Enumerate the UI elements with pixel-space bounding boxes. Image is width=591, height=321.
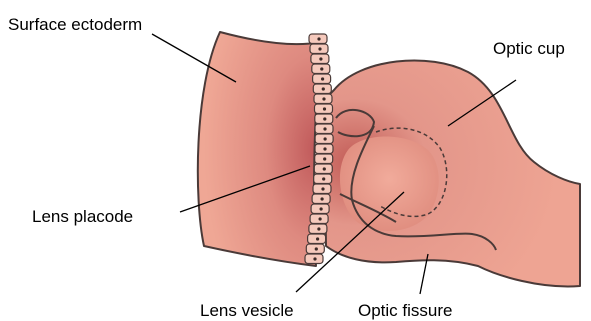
- label-lens-placode: Lens placode: [32, 207, 133, 226]
- placode-cell-nucleus: [324, 137, 327, 140]
- label-optic-fissure: Optic fissure: [358, 301, 452, 320]
- placode-cell-nucleus: [322, 177, 325, 180]
- placode-cell-nucleus: [319, 217, 322, 220]
- lens-vesicle-shape: [340, 137, 439, 232]
- placode-cell-nucleus: [323, 127, 326, 130]
- placode-cell-nucleus: [319, 57, 322, 60]
- placode-cell-nucleus: [317, 227, 320, 230]
- placode-cell-nucleus: [313, 257, 316, 260]
- placode-cell-nucleus: [315, 247, 318, 250]
- placode-cell-nucleus: [318, 47, 321, 50]
- label-lens-vesicle: Lens vesicle: [200, 301, 294, 320]
- placode-cell-nucleus: [323, 157, 326, 160]
- placode-cell-nucleus: [321, 77, 324, 80]
- placode-cell-nucleus: [320, 207, 323, 210]
- placode-cell-nucleus: [323, 147, 326, 150]
- label-surface-ectoderm: Surface ectoderm: [8, 15, 142, 34]
- placode-cell-nucleus: [323, 117, 326, 120]
- placode-cell-nucleus: [317, 37, 320, 40]
- placode-cell-nucleus: [322, 87, 325, 90]
- surface-ectoderm-shape: [198, 32, 322, 266]
- placode-cell-nucleus: [323, 167, 326, 170]
- placode-cell-nucleus: [320, 67, 323, 70]
- placode-cell-nucleus: [316, 237, 319, 240]
- label-optic-cup: Optic cup: [493, 39, 565, 58]
- placode-cell-nucleus: [323, 107, 326, 110]
- placode-cell-nucleus: [321, 187, 324, 190]
- placode-cell-nucleus: [322, 97, 325, 100]
- placode-cell-nucleus: [321, 197, 324, 200]
